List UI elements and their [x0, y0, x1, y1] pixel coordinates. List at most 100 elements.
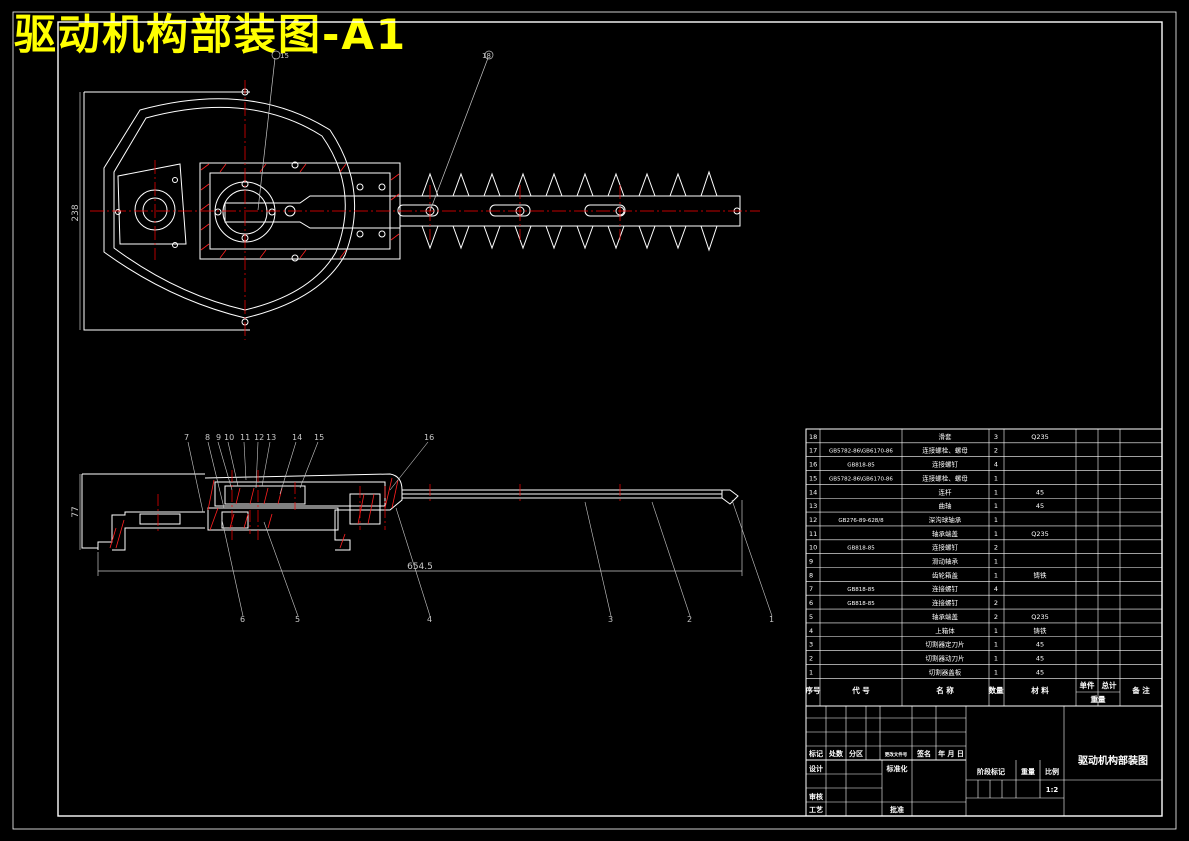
side-view-centerlines [157, 470, 621, 540]
bom-cell-name: 切割器动刀片 [926, 653, 965, 662]
top-view [83, 88, 741, 331]
bom-cell-code: GB818-85 [847, 463, 875, 469]
balloon-6: 6 [240, 615, 245, 624]
bom-cell-qty: 2 [994, 613, 998, 621]
bom-cell-qty: 1 [994, 571, 998, 579]
bom-cell-no: 15 [809, 474, 817, 482]
bom-cell-mat: 45 [1036, 668, 1044, 676]
top-view-annotations [79, 50, 494, 330]
bom-header-total: 总计 [1102, 680, 1118, 690]
bom-header-no: 序号 [806, 685, 821, 695]
bom-cell-no: 5 [809, 613, 813, 621]
bom-cell-qty: 4 [994, 585, 998, 593]
bom-cell-no: 3 [809, 641, 813, 649]
bom-cell-no: 10 [809, 544, 817, 552]
bom-cell-no: 11 [809, 530, 817, 538]
side-view-leaders [187, 441, 773, 617]
balloon-9: 9 [216, 433, 221, 442]
tb-design: 设计 [809, 764, 823, 773]
bom-cell-qty: 3 [994, 433, 998, 441]
bom-cell-name: 连接螺钉 [932, 598, 959, 607]
balloon-8: 8 [205, 433, 210, 442]
side-top-balloons: 7 8 9 10 11 12 13 14 15 16 [184, 433, 434, 442]
balloon-15: 15 [314, 433, 324, 442]
bom-cell-name: 连杆 [939, 487, 953, 496]
bom-cell-name: 轴承端盖 [932, 529, 959, 538]
bom-cell-code: GB818-85 [847, 546, 875, 552]
bom-cell-mat: 45 [1036, 654, 1044, 662]
bom-header-name: 名 称 [936, 685, 954, 695]
bom-cell-no: 1 [809, 668, 813, 676]
balloon-14: 14 [292, 433, 302, 442]
bom-cell-qty: 1 [994, 474, 998, 482]
bom-cell-name: 上箱体 [935, 626, 955, 635]
balloon-2: 2 [687, 615, 692, 624]
bom-cell-qty: 1 [994, 488, 998, 496]
bom-cell-name: 连接螺钉 [932, 543, 959, 552]
side-view [79, 473, 743, 576]
bom-cell-name: 切割器盖板 [929, 667, 962, 676]
bom-cell-name: 切割器定刀片 [926, 640, 965, 649]
bom-cell-no: 16 [809, 461, 817, 469]
tb-scale-label: 比例 [1045, 767, 1059, 776]
balloon-7: 7 [184, 433, 189, 442]
bom-cell-no: 8 [809, 571, 813, 579]
bom-cell-name: 连接螺钉 [932, 460, 959, 469]
bom-cell-name: 齿轮箱盖 [932, 570, 959, 579]
title-block [805, 705, 1163, 817]
tb-process: 工艺 [809, 805, 823, 814]
top-view-hatch [200, 163, 400, 259]
tb-sign: 签名 [916, 749, 931, 758]
bom-cell-qty: 1 [994, 530, 998, 538]
balloon-top-18: 18 [482, 52, 491, 60]
bom-cell-no: 18 [809, 433, 817, 441]
bom-header-remark: 备 注 [1131, 685, 1150, 695]
tb-mark: 标记 [808, 749, 823, 758]
tb-approve: 批准 [890, 805, 904, 814]
bom-header-mat: 材 料 [1031, 685, 1049, 695]
bom-cell-no: 7 [809, 585, 813, 593]
top-view-centerlines [90, 80, 760, 340]
bom-cell-no: 14 [809, 488, 817, 496]
bom-cell-code: GB818-85 [847, 601, 875, 607]
bom-cell-qty: 2 [994, 544, 998, 552]
bom-cell-name: 连接螺栓、螺母 [922, 473, 968, 482]
dim-top-height: 238 [71, 204, 81, 221]
bom-cell-no: 6 [809, 599, 813, 607]
balloon-3: 3 [608, 615, 613, 624]
tb-zone: 分区 [849, 749, 863, 758]
balloon-13: 13 [266, 433, 276, 442]
bom-cell-mat: 铸铁 [1034, 570, 1048, 579]
dim-side-height: 77 [71, 506, 81, 517]
bom-cell-no: 9 [809, 558, 813, 566]
bom-cell-name: 连接螺栓、螺母 [922, 446, 968, 455]
bom-cell-mat: 45 [1036, 488, 1044, 496]
tb-stage: 阶段标记 [977, 767, 1005, 776]
tb-scale: 1:2 [1046, 786, 1059, 794]
bom-cell-code: GB276-89-628/8 [838, 518, 884, 524]
title-block-text: 标记 处数 分区 更改文件号 签名 年 月 日 设计 标准化 审核 工艺 批准 … [808, 749, 1148, 814]
bom-cell-qty: 2 [994, 447, 998, 455]
bom-cell-mat: 铸铁 [1034, 626, 1048, 635]
balloon-10: 10 [224, 433, 234, 442]
tb-change-doc: 更改文件号 [885, 751, 908, 758]
bom-cell-qty: 1 [994, 502, 998, 510]
bom-cell-qty: 4 [994, 461, 998, 469]
tb-mass: 重量 [1021, 767, 1035, 776]
bom-cell-qty: 1 [994, 627, 998, 635]
bom-cell-qty: 1 [994, 654, 998, 662]
tb-standard: 标准化 [886, 764, 908, 773]
drawing-title: 驱动机构部装图-A1 [14, 10, 408, 59]
tb-count: 处数 [828, 749, 844, 758]
balloon-12: 12 [254, 433, 264, 442]
bom-header-weight: 重量 [1091, 694, 1107, 704]
bom-cell-no: 13 [809, 502, 817, 510]
bom-cell-name: 轴承端盖 [932, 612, 959, 621]
bom-cell-code: GB5782-86\GB6170-86 [829, 476, 893, 482]
tb-drawing-name: 驱动机构部装图 [1078, 754, 1148, 767]
balloon-top-15: 15 [280, 52, 289, 60]
bom-cell-mat: Q235 [1031, 433, 1049, 441]
inner-frame [57, 21, 1163, 817]
bom-cell-name: 深沟球轴承 [929, 515, 962, 524]
